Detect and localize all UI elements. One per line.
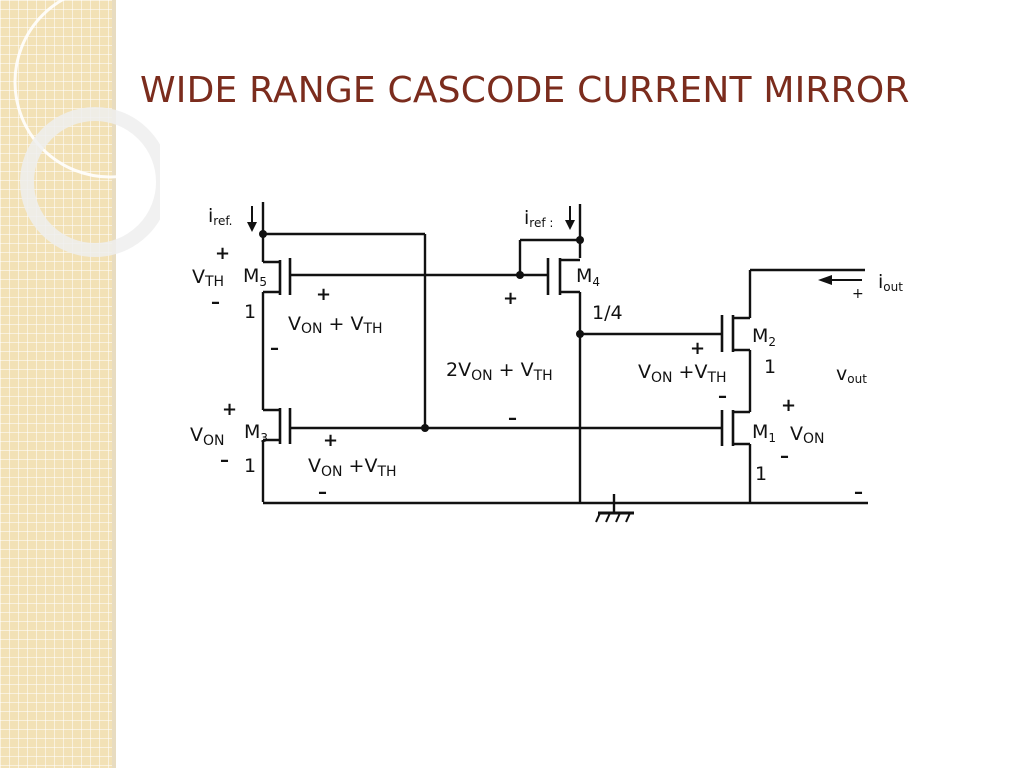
- sign-minus: –: [780, 446, 789, 467]
- transistor-m1: [720, 410, 750, 446]
- junction-dot: [576, 236, 584, 244]
- transistor-m5: [263, 258, 292, 295]
- label-von-vth-m2: VON +VTH: [638, 361, 727, 386]
- junction-dot: [421, 424, 429, 432]
- sign-minus: –: [270, 338, 279, 359]
- label-iout: iout: [878, 271, 903, 294]
- sign-minus: –: [220, 450, 229, 471]
- decorative-circles: [13, 0, 160, 257]
- label-iref-left: iref.: [208, 205, 233, 228]
- label-vout: vout: [836, 363, 867, 386]
- slide-title: WIDE RANGE CASCODE CURRENT MIRROR: [140, 70, 910, 111]
- ratio-m3: 1: [244, 455, 256, 477]
- sign-minus: –: [718, 386, 727, 407]
- current-arrow-iref-left: [247, 206, 257, 232]
- junctions: [259, 230, 584, 432]
- label-m4: M4: [576, 265, 600, 289]
- ratio-m1: 1: [755, 463, 767, 485]
- ratio-m2: 1: [764, 356, 776, 378]
- sign-plus: +: [503, 288, 518, 309]
- label-vth-left: VTH: [192, 266, 224, 290]
- side-panel-edge: [112, 0, 116, 768]
- sign-plus: +: [690, 338, 705, 359]
- label-von-m1: VON: [790, 423, 825, 447]
- transistor-m2: [720, 315, 750, 352]
- ground-symbol: [595, 494, 634, 523]
- junction-dot: [259, 230, 267, 238]
- junction-dot: [576, 330, 584, 338]
- sign-minus: –: [211, 292, 220, 313]
- sign-plus: +: [852, 286, 864, 302]
- label-m2: M2: [752, 325, 776, 349]
- transistor-m3: [263, 408, 292, 444]
- junction-dot: [516, 271, 524, 279]
- polarity-signs: + – + – + – + – + – + – + – – +: [211, 243, 864, 503]
- decorative-circle-large: [13, 0, 160, 179]
- sign-plus: +: [215, 243, 230, 264]
- label-2von-vth: 2VON + VTH: [446, 359, 553, 384]
- label-m1: M1: [752, 421, 776, 445]
- sign-plus: +: [222, 399, 237, 420]
- label-von-m3: VON: [190, 424, 225, 449]
- ratio-m4: 1/4: [592, 302, 623, 324]
- label-m5: M5: [243, 265, 267, 289]
- sign-minus: –: [854, 482, 863, 503]
- current-arrow-iref-right: [565, 206, 575, 230]
- current-arrow-iout: [818, 275, 862, 285]
- sign-plus: +: [781, 395, 796, 416]
- decorative-circle-small: [20, 107, 160, 257]
- label-von-vth-m5: VON + VTH: [288, 313, 383, 337]
- sign-plus: +: [323, 430, 338, 451]
- sign-minus: –: [508, 408, 517, 429]
- ratio-m5: 1: [244, 301, 256, 323]
- label-m3: M3: [244, 421, 268, 445]
- label-iref-right: iref :: [524, 207, 553, 230]
- sign-plus: +: [316, 284, 331, 305]
- label-von-vth-m3: VON +VTH: [308, 455, 397, 480]
- sign-minus: –: [318, 482, 327, 503]
- wires: [261, 202, 868, 505]
- transistor-m4: [546, 258, 580, 295]
